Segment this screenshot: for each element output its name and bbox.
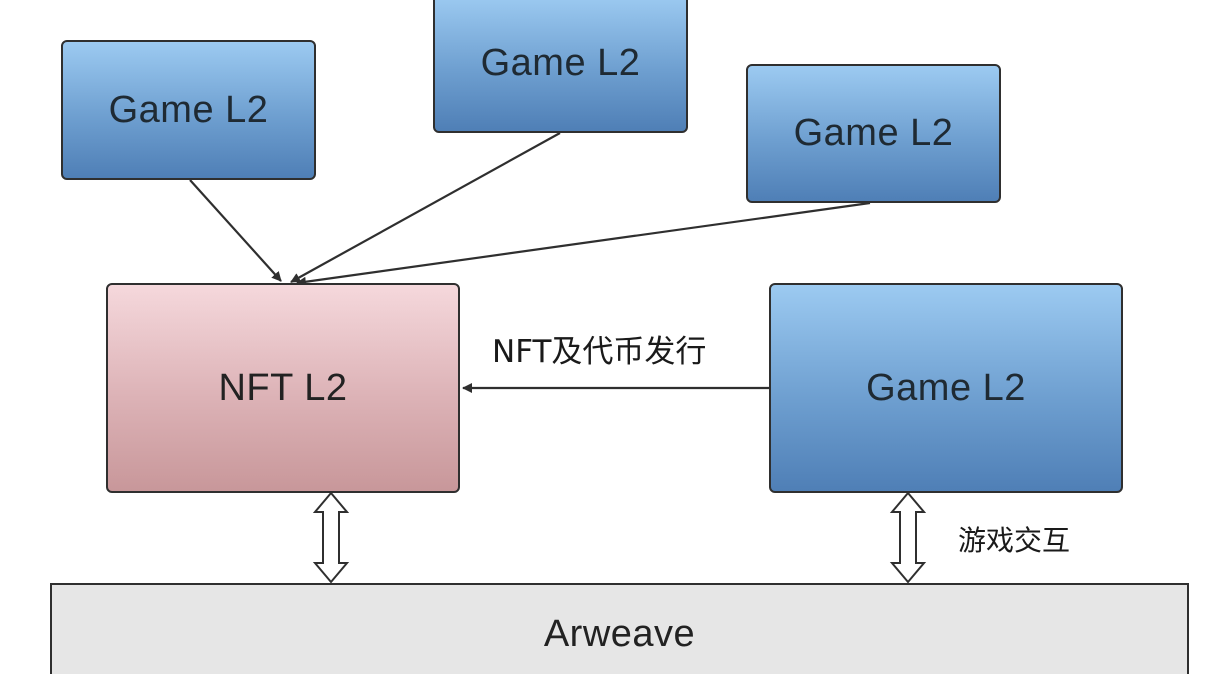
double-arrow-game-arweave: [889, 491, 927, 584]
nft-l2-node: NFT L2: [106, 283, 460, 493]
edge-game-left-to-nft: [189, 179, 282, 282]
edge-game-right-to-nft: [296, 201, 871, 287]
game-l2-node-right: Game L2: [746, 64, 1001, 203]
node-label: NFT L2: [218, 366, 348, 409]
node-label: Game L2: [480, 42, 641, 84]
node-label: Game L2: [866, 366, 1026, 409]
edge-game-top-to-nft: [290, 132, 561, 283]
edge-label-game-interaction: 游戏交互: [958, 524, 1071, 557]
node-label: Game L2: [793, 112, 954, 154]
double-arrow-nft-arweave: [312, 491, 350, 584]
game-l2-node-left: Game L2: [61, 40, 316, 180]
node-label: Game L2: [108, 88, 269, 131]
game-l2-node-main: Game L2: [769, 283, 1123, 493]
edge-label-nft-issuance: NFT及代币发行: [492, 334, 707, 370]
arweave-node: Arweave: [50, 583, 1189, 674]
node-label: Arweave: [543, 613, 696, 655]
game-l2-node-top: Game L2: [433, 0, 688, 133]
